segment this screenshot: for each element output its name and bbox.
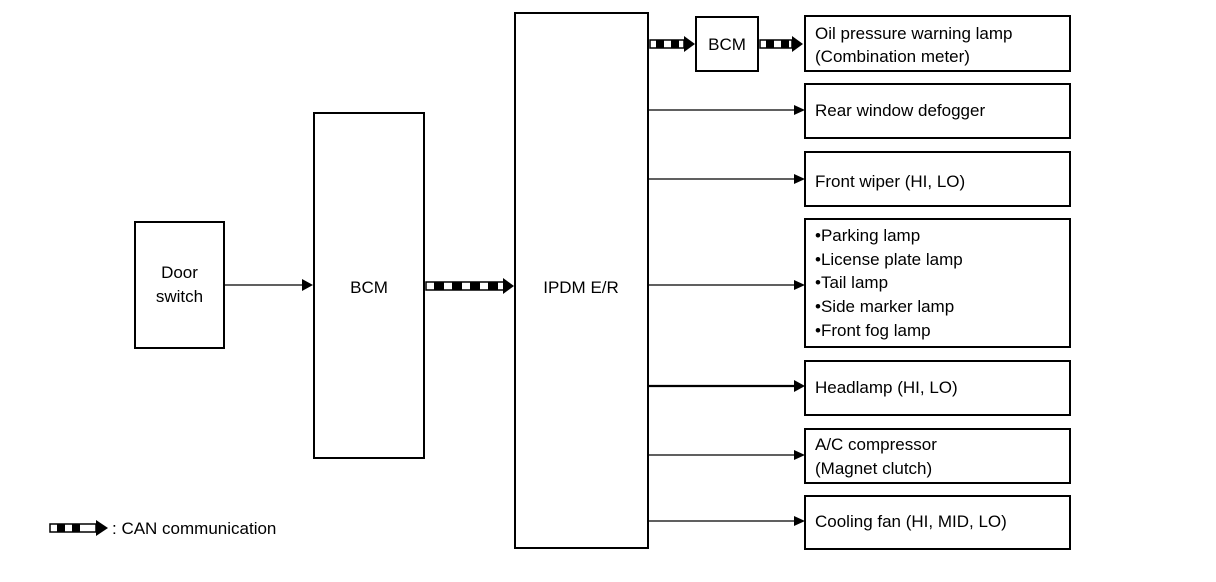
front-wiper-label: Front wiper (HI, LO) <box>815 172 965 191</box>
oil-lamp-line1: Oil pressure warning lamp <box>815 24 1012 43</box>
ipdm-to-bcm-can-arrow <box>649 36 695 52</box>
output-cooling-fan: Cooling fan (HI, MID, LO) <box>648 495 1071 550</box>
bcm-small-block: BCM <box>695 16 759 72</box>
output-headlamp: Headlamp (HI, LO) <box>648 360 1071 416</box>
oil-lamp-line2: (Combination meter) <box>815 47 970 66</box>
lamps-item-2: •License plate lamp <box>815 250 963 269</box>
output-oil-pressure-lamp: Oil pressure warning lamp (Combination m… <box>804 15 1071 72</box>
output-ac-compressor: A/C compressor (Magnet clutch) <box>648 428 1071 484</box>
bcm-main-label: BCM <box>350 278 388 297</box>
bcm-main-block: BCM <box>313 112 425 459</box>
door-switch-block: Door switch <box>134 221 225 349</box>
bcm-to-ipdm-can-arrow <box>425 278 514 294</box>
legend: : CAN communication <box>49 519 276 538</box>
ipdm-er-label: IPDM E/R <box>543 278 619 297</box>
lamps-item-5: •Front fog lamp <box>815 321 931 340</box>
lamps-item-1: •Parking lamp <box>815 226 920 245</box>
cooling-fan-label: Cooling fan (HI, MID, LO) <box>815 512 1007 531</box>
output-lamps: •Parking lamp •License plate lamp •Tail … <box>648 218 1071 348</box>
output-rear-defogger: Rear window defogger <box>648 83 1071 139</box>
rear-defogger-label: Rear window defogger <box>815 101 985 120</box>
bcm-to-oil-lamp-can-arrow <box>759 36 803 52</box>
door-switch-label-line1: Door <box>161 263 198 282</box>
legend-label: : CAN communication <box>112 519 276 538</box>
ac-compressor-line2: (Magnet clutch) <box>815 459 932 478</box>
bcm-small-label: BCM <box>708 35 746 54</box>
lamps-item-3: •Tail lamp <box>815 273 888 292</box>
legend-can-arrow-symbol <box>49 520 108 536</box>
ipdm-er-block: IPDM E/R <box>514 12 649 549</box>
door-switch-label-line2: switch <box>156 287 203 306</box>
ac-compressor-line1: A/C compressor <box>815 435 937 454</box>
headlamp-label: Headlamp (HI, LO) <box>815 378 958 397</box>
output-front-wiper: Front wiper (HI, LO) <box>648 151 1071 207</box>
door-switch-to-bcm-arrow <box>224 279 313 291</box>
lamps-item-4: •Side marker lamp <box>815 297 954 316</box>
